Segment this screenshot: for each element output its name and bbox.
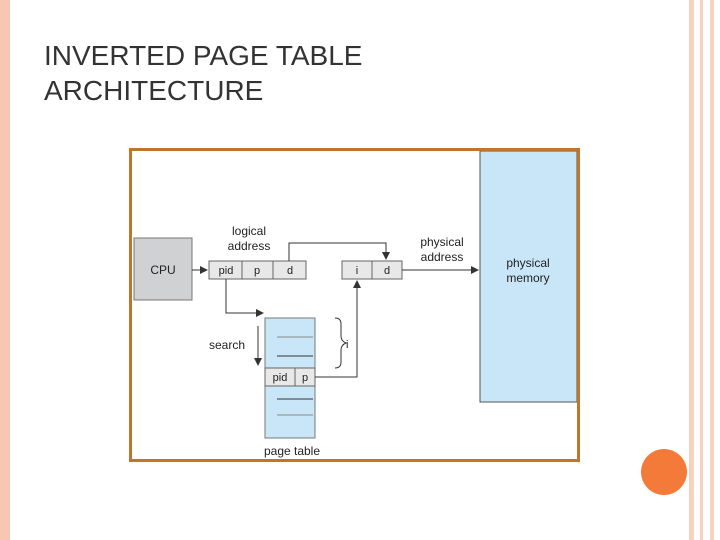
arrow-index-to-physical [315, 280, 361, 378]
logical-address-label: address [228, 239, 271, 253]
logical-field-pid: pid [219, 265, 234, 277]
physical-memory-block [479, 151, 577, 403]
physical-memory-label: memory [506, 271, 549, 285]
inverted-page-table-diagram: physical memory CPU logical address pid … [129, 148, 580, 462]
physical-field-i: i [356, 265, 358, 277]
logical-field-p: p [254, 265, 260, 277]
physical-memory-label: physical [506, 256, 549, 270]
physical-address-label: physical [420, 235, 463, 249]
cpu-label: CPU [150, 263, 175, 277]
page-table-entry-p: p [302, 372, 308, 384]
right-stripe [700, 0, 703, 540]
logical-address-label: logical [232, 224, 266, 238]
cpu-block [133, 237, 193, 301]
index-bracket [334, 317, 348, 369]
page-table-entry-pid: pid [273, 372, 288, 384]
slide-title-line: ARCHITECTURE [44, 75, 264, 106]
logical-address-register [208, 260, 307, 280]
left-edge-strip [0, 0, 10, 540]
page-table-label: page table [264, 444, 320, 458]
diagram-canvas: physical memory CPU logical address pid … [133, 151, 577, 458]
logical-field-d: d [287, 265, 293, 277]
physical-address-label: address [421, 250, 464, 264]
arrow-offset-d [288, 242, 390, 261]
arrow-pid-to-page-table [225, 279, 264, 317]
slide-title: INVERTED PAGE TABLE ARCHITECTURE [44, 38, 362, 108]
right-stripe [710, 0, 714, 540]
right-stripe [689, 0, 694, 540]
index-label: i [346, 339, 348, 351]
slide-title-line: INVERTED PAGE TABLE [44, 40, 363, 71]
physical-field-d: d [384, 265, 390, 277]
search-label: search [209, 338, 245, 352]
accent-circle [641, 449, 687, 495]
